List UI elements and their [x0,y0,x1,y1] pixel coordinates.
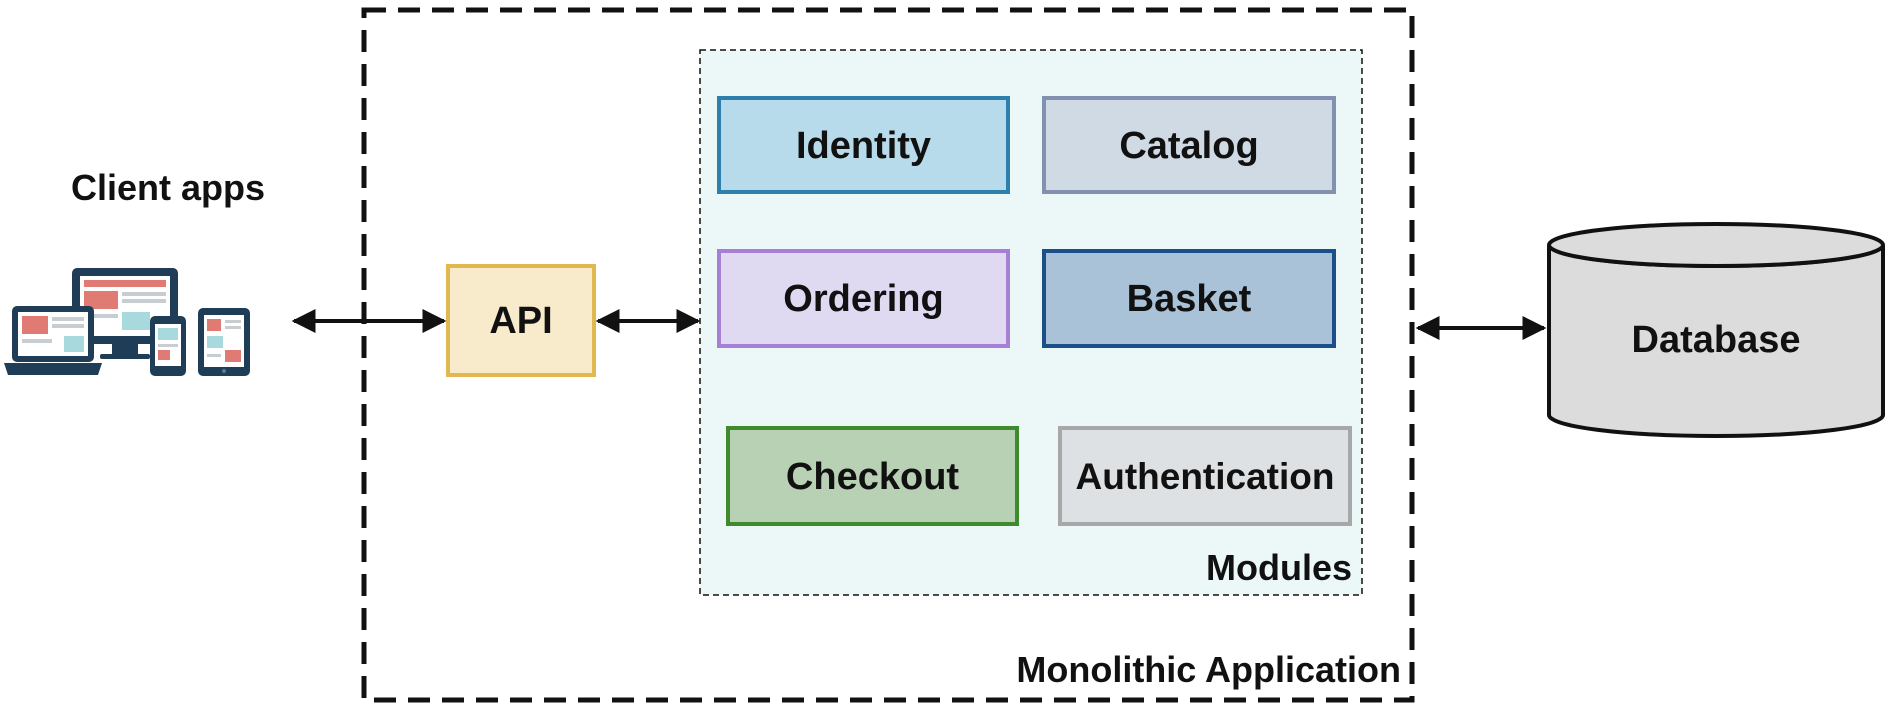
module-ordering-label: Ordering [783,278,943,320]
module-catalog[interactable]: Catalog [1042,96,1336,194]
module-authentication-label: Authentication [1076,456,1335,497]
module-authentication[interactable]: Authentication [1058,426,1352,526]
client-devices-icon [4,268,250,376]
api-label: API [489,300,552,342]
phone-icon [150,316,186,376]
module-checkout-label: Checkout [786,456,959,498]
api-box[interactable]: API [446,264,596,377]
tablet-icon [198,308,250,376]
modules-label: Modules [1206,547,1352,588]
module-identity[interactable]: Identity [717,96,1010,194]
module-checkout[interactable]: Checkout [726,426,1019,526]
module-identity-label: Identity [796,125,931,167]
client-apps-label: Client apps [71,167,265,208]
module-ordering[interactable]: Ordering [717,249,1010,348]
database-cylinder[interactable]: Database [1547,222,1885,438]
module-basket-label: Basket [1127,278,1252,320]
database-label: Database [1632,319,1801,361]
laptop-icon [4,306,102,375]
module-catalog-label: Catalog [1119,125,1258,167]
monolith-label: Monolithic Application [1016,649,1401,690]
monolith-boundary [361,7,1415,703]
module-basket[interactable]: Basket [1042,249,1336,348]
